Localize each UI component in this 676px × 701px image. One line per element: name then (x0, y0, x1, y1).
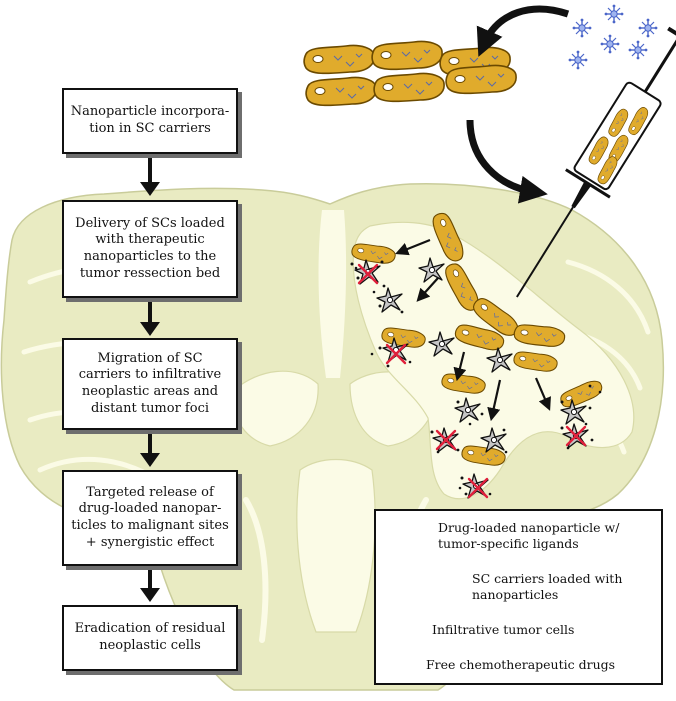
legend-nanoparticle-label: Drug-loaded nanoparticle w/ tumor-specif… (438, 520, 620, 551)
step-4-text: Targeted release of drug-loaded nanopar-… (71, 484, 229, 550)
step-4-box: Targeted release of drug-loaded nanopar-… (62, 470, 238, 566)
incorporation-arrow (476, 5, 570, 57)
step-3-text: Migration of SC carriers to infiltrative… (78, 350, 222, 416)
legend-free-drugs-label: Free chemotherapeutic drugs (426, 657, 616, 672)
flow-arrows (140, 158, 160, 602)
loading-arrow (466, 119, 548, 204)
step-1-text: Nanoparticle incorpora-tion in SC carrie… (70, 104, 230, 136)
nanoparticle-icon (637, 17, 659, 39)
step-5-box: Eradication of residual neoplastic cells (62, 605, 238, 671)
step-1-box: Nanoparticle incorpora-tion in SC carrie… (62, 88, 238, 154)
legend-tumor-cell-label: Infiltrative tumor cells (432, 622, 575, 637)
legend-sc-carrier-label: SC carriers loaded with nanoparticles (472, 571, 623, 602)
sc-carriers-loaded (303, 40, 517, 107)
sc-carrier-icon (445, 64, 517, 95)
nanoparticle-icon (567, 49, 589, 71)
legend-box: Drug-loaded nanoparticle w/ tumor-specif… (374, 509, 663, 685)
nanoparticle-icon (571, 17, 593, 39)
step-2-box: Delivery of SCs loaded with therapeutic … (62, 200, 238, 298)
syringe (516, 26, 676, 298)
nanoparticle-icon (603, 3, 625, 25)
sc-carrier-icon (303, 44, 375, 75)
step-2-text: Delivery of SCs loaded with therapeutic … (75, 215, 225, 281)
sc-carrier-icon (373, 72, 445, 103)
step-5-text: Eradication of residual neoplastic cells (74, 621, 226, 653)
step-3-box: Migration of SC carriers to infiltrative… (62, 338, 238, 430)
nanoparticle-icon (627, 39, 649, 61)
sc-carrier-icon (305, 76, 377, 107)
free-drug-dots (350, 260, 602, 496)
sc-carrier-icon (371, 40, 443, 71)
migration-arrows (395, 238, 551, 422)
free-nanoparticles (567, 3, 659, 71)
nanoparticle-icon (599, 33, 621, 55)
